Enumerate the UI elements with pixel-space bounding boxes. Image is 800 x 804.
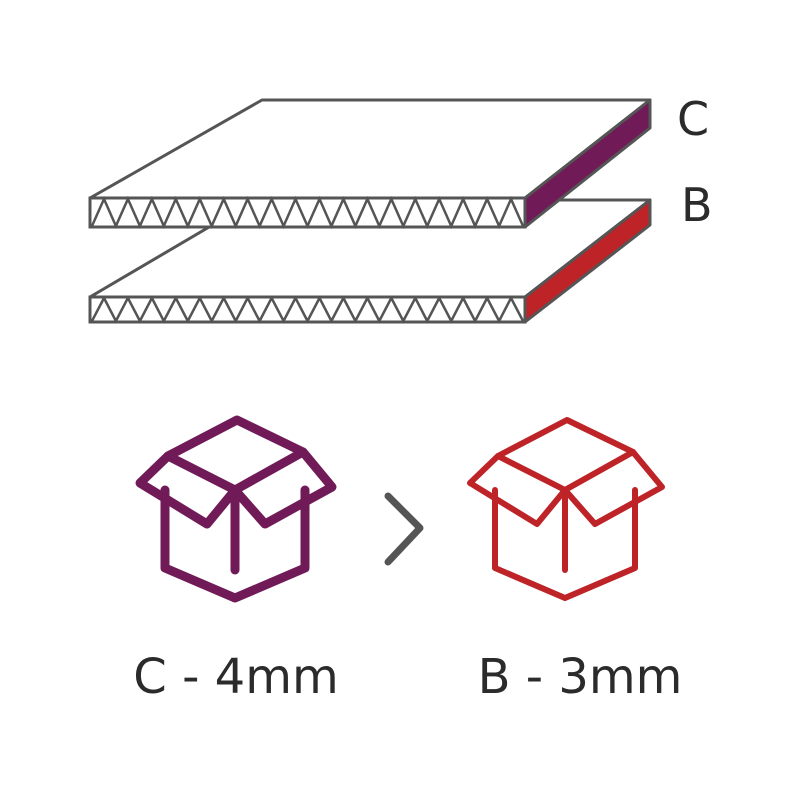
open-box-icon-b	[467, 417, 665, 601]
board-b-front-face	[88, 295, 527, 324]
board-c	[88, 98, 652, 230]
greater-than-chevron-icon	[384, 492, 424, 566]
box-c-left-flap	[135, 451, 240, 529]
board-c-flute-zigzag	[90, 195, 525, 230]
b-size-label: B - 3mm	[477, 649, 683, 705]
box-b-body	[492, 487, 638, 601]
open-box-icon-c	[135, 415, 337, 603]
box-b-left-flap	[467, 453, 568, 527]
board-c-front-face	[88, 196, 527, 229]
board-b-flute-zigzag	[90, 295, 525, 324]
box-c-back-flaps	[163, 415, 308, 461]
box-b-right-flap	[562, 449, 665, 527]
box-c-right-flap	[230, 447, 337, 529]
board-b-label: B	[681, 178, 713, 232]
box-b-back-flaps	[495, 417, 636, 459]
c-size-label: C - 4mm	[133, 649, 339, 705]
board-c-label: C	[677, 92, 710, 146]
box-c-body	[160, 485, 310, 603]
